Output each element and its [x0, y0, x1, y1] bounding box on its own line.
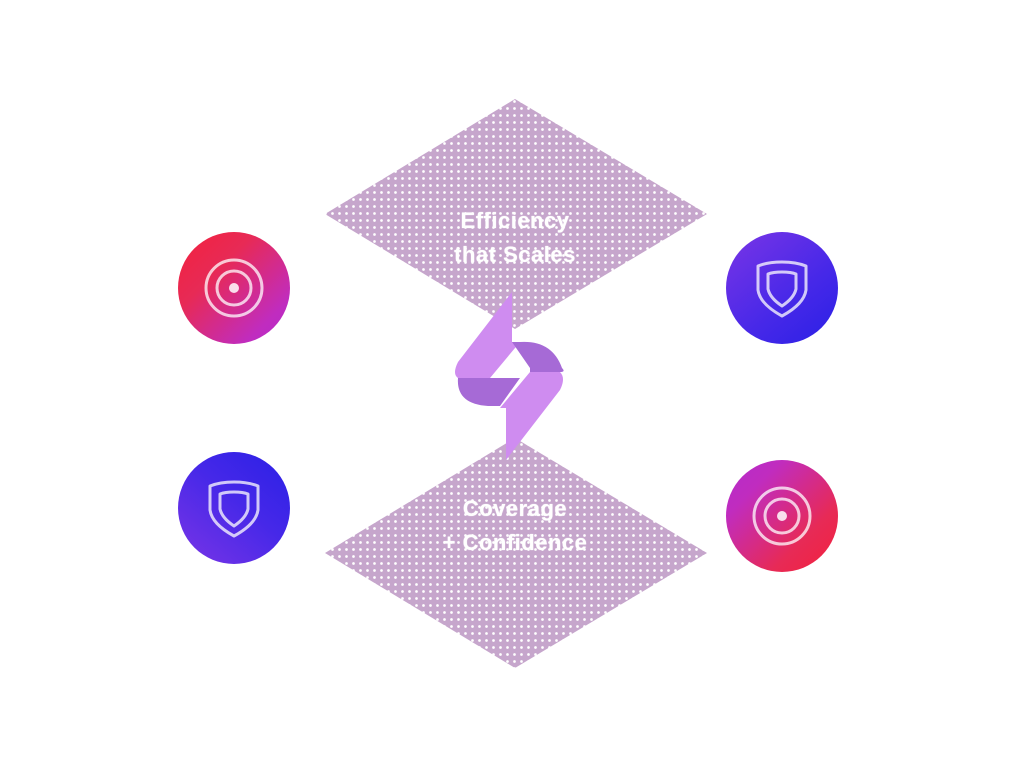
bottom-section-line1: Coverage — [462, 496, 568, 521]
node-top-left — [178, 232, 290, 344]
node-bottom-right — [726, 460, 838, 572]
lightning-bolt-logo-icon — [455, 292, 564, 460]
top-section-line2: that Scales — [454, 242, 576, 267]
node-bottom-left — [178, 452, 290, 564]
bottom-diamond — [325, 438, 707, 668]
top-diamond — [325, 99, 707, 329]
bottom-section-line2: + Confidence — [442, 530, 588, 555]
top-section-line1: Efficiency — [460, 208, 570, 233]
top-section-title: Efficiency that Scales — [400, 204, 630, 272]
bottom-section-title: Coverage + Confidence — [400, 492, 630, 560]
node-top-right — [726, 232, 838, 344]
target-icon — [752, 486, 812, 546]
target-icon — [204, 258, 264, 318]
shield-icon — [756, 260, 808, 318]
shield-icon — [208, 480, 260, 538]
